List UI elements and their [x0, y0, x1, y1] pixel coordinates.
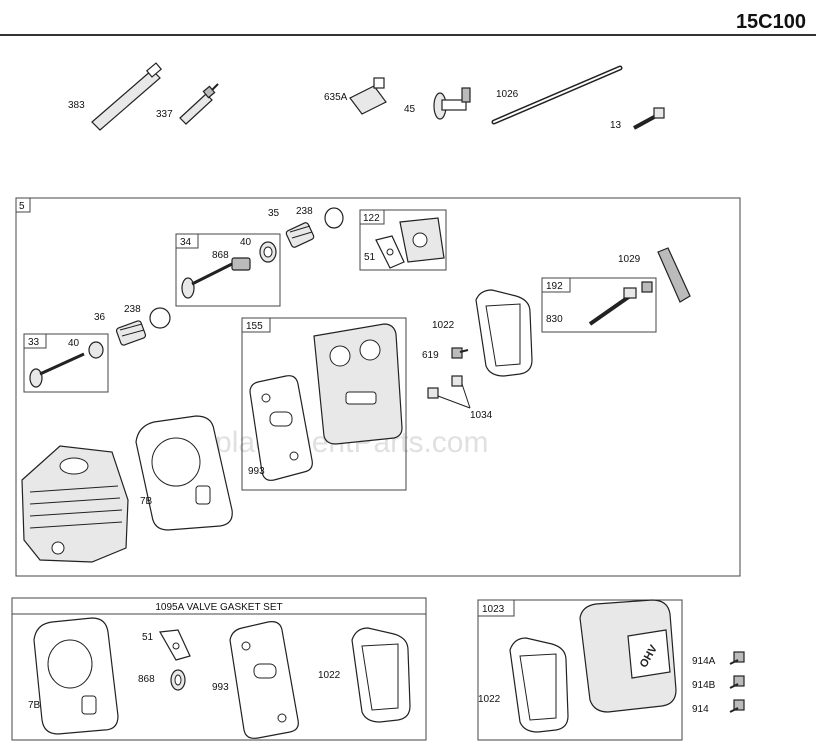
group-155-box — [241, 317, 407, 491]
part-914b-screw[interactable] — [729, 675, 745, 689]
part-830-stud[interactable] — [588, 281, 653, 326]
label-238b: 238 — [124, 304, 141, 315]
part-valve-34[interactable] — [181, 262, 233, 299]
part-619-bolt[interactable] — [451, 347, 469, 359]
label-635a: 635A — [324, 92, 348, 103]
group-34-box — [175, 233, 281, 307]
kit-part-993[interactable] — [229, 621, 299, 739]
label-914a: 914A — [692, 656, 716, 667]
label-1029: 1029 — [618, 254, 641, 265]
label-1022b: 1022 — [318, 670, 341, 681]
label-group-155: 155 — [246, 321, 263, 332]
part-122-intake[interactable] — [399, 217, 445, 263]
kit-part-7b[interactable] — [33, 617, 119, 735]
label-993a: 993 — [248, 466, 265, 477]
part-914a-screw[interactable] — [729, 651, 745, 665]
group-5-tag — [15, 197, 31, 213]
label-group-34: 34 — [180, 237, 192, 248]
label-1022a: 1022 — [432, 320, 455, 331]
label-337: 337 — [156, 109, 173, 120]
label-51b: 51 — [142, 632, 154, 643]
kit-part-868[interactable] — [170, 669, 186, 691]
part-cylinder-head[interactable] — [21, 445, 129, 563]
group-33-box — [23, 333, 109, 393]
label-40b: 40 — [68, 338, 80, 349]
part-36-spring[interactable] — [115, 320, 147, 346]
label-group-192: 192 — [546, 281, 563, 292]
label-group-5: 5 — [19, 201, 25, 212]
label-1022c: 1022 — [478, 694, 501, 705]
part-868-keeper[interactable] — [231, 257, 251, 271]
label-1026: 1026 — [496, 89, 519, 100]
part-914-screw[interactable] — [729, 699, 745, 713]
part-155-plate[interactable] — [313, 323, 403, 445]
part-383-tool[interactable] — [91, 62, 163, 131]
label-40a: 40 — [240, 237, 252, 248]
label-868b: 868 — [138, 674, 155, 685]
group-122-box — [359, 209, 447, 271]
label-914: 914 — [692, 704, 709, 715]
label-383: 383 — [68, 100, 85, 111]
model-number: 15C100 — [736, 11, 806, 33]
label-51a: 51 — [364, 252, 376, 263]
part-1022-gasket-b[interactable] — [509, 637, 569, 733]
label-group-122: 122 — [363, 213, 380, 224]
group-192-box — [541, 277, 657, 333]
kit-box — [11, 597, 427, 741]
part-7b-head-gasket[interactable] — [135, 415, 233, 531]
label-1034: 1034 — [470, 410, 493, 421]
label-1023: 1023 — [482, 604, 505, 615]
label-238a: 238 — [296, 206, 313, 217]
label-35: 35 — [268, 208, 280, 219]
label-7ba: 7B — [140, 496, 153, 507]
group-5-box — [15, 197, 741, 577]
part-238-cap-b[interactable] — [149, 307, 171, 329]
kit-title: 1095A VALVE GASKET SET — [155, 602, 282, 613]
label-45: 45 — [404, 104, 416, 115]
group-1023-box — [477, 599, 683, 741]
part-238-cap[interactable] — [324, 207, 344, 229]
label-993b: 993 — [212, 682, 229, 693]
kit-part-1022[interactable] — [351, 627, 411, 723]
part-40-seal[interactable] — [259, 241, 277, 263]
part-51-gasket[interactable] — [375, 235, 405, 269]
label-914b: 914B — [692, 680, 716, 691]
part-337-spark-plug[interactable] — [179, 83, 219, 125]
label-36: 36 — [94, 312, 106, 323]
part-35-spring[interactable] — [285, 222, 315, 248]
label-868a: 868 — [212, 250, 229, 261]
label-619: 619 — [422, 350, 439, 361]
part-1029-rocker[interactable] — [657, 247, 691, 303]
part-1023-valve-cover[interactable]: OHV — [579, 599, 677, 713]
part-1026-push-rod[interactable] — [491, 65, 623, 125]
label-830: 830 — [546, 314, 563, 325]
part-635a[interactable] — [349, 77, 387, 115]
part-993-gasket[interactable] — [249, 375, 313, 481]
part-1022-gasket[interactable] — [475, 289, 533, 377]
kit-part-51[interactable] — [159, 629, 191, 661]
label-group-33: 33 — [28, 337, 40, 348]
part-1034-clips[interactable] — [427, 375, 471, 409]
label-13: 13 — [610, 120, 622, 131]
part-valve-33[interactable] — [29, 341, 104, 388]
part-45-valve[interactable] — [433, 87, 471, 120]
part-13-bolt[interactable] — [633, 107, 665, 130]
label-7bb: 7B — [28, 700, 41, 711]
